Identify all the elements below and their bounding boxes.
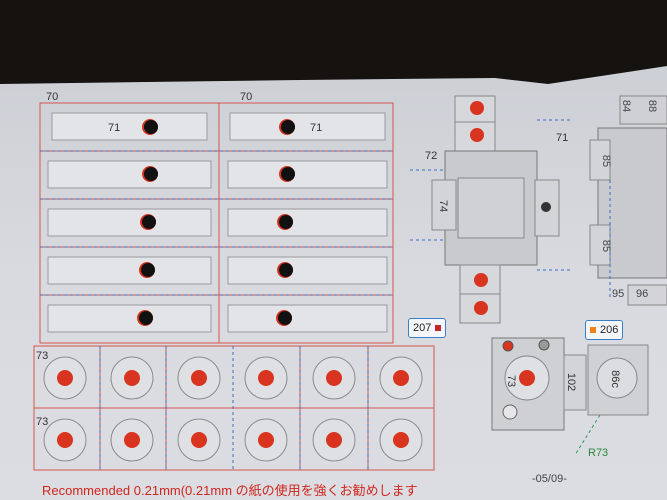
part-label: 85 xyxy=(600,154,613,168)
part-label: 102 xyxy=(565,372,578,392)
part-70-folds xyxy=(40,150,393,296)
right-edge-parts xyxy=(589,95,667,306)
part-label: 95 xyxy=(612,288,625,300)
part-label: 73 xyxy=(36,350,49,362)
part-label: 71 xyxy=(310,122,323,134)
part-label: R73 xyxy=(588,447,609,459)
part-73-discs xyxy=(43,356,423,462)
part-label: 84 xyxy=(620,99,633,113)
part-label: 72 xyxy=(425,150,438,162)
page-number: -05/09- xyxy=(532,473,567,485)
tag-206: 206 xyxy=(585,320,624,340)
part-label: 88 xyxy=(646,99,659,113)
part-label: 73 xyxy=(505,374,518,388)
red-square-icon xyxy=(435,325,442,331)
part-70-outline xyxy=(39,102,394,344)
part-70-holes xyxy=(137,119,295,326)
tag-207-label: 207 xyxy=(413,322,432,334)
part-label: 70 xyxy=(240,91,253,103)
part-72 xyxy=(410,95,570,324)
orange-square-icon xyxy=(590,327,596,333)
part-label: 85 xyxy=(600,239,613,253)
tag-206-label: 206 xyxy=(600,324,619,336)
part-70-slots xyxy=(47,112,388,333)
part-73-folds xyxy=(99,346,369,470)
part-label: 70 xyxy=(46,91,59,103)
part-label: 71 xyxy=(108,122,121,134)
tag-207: 207 xyxy=(408,318,447,338)
part-label: 71 xyxy=(556,132,569,144)
part-label: 73 xyxy=(36,416,49,428)
part-label: 74 xyxy=(437,199,450,213)
wheel-assembly xyxy=(491,337,649,456)
part-label: 86c xyxy=(608,370,621,388)
part-label: 96 xyxy=(636,288,649,300)
footer-note: Recommended 0.21mm(0.21mm の紙の使用を強くお勧めします xyxy=(42,483,418,498)
